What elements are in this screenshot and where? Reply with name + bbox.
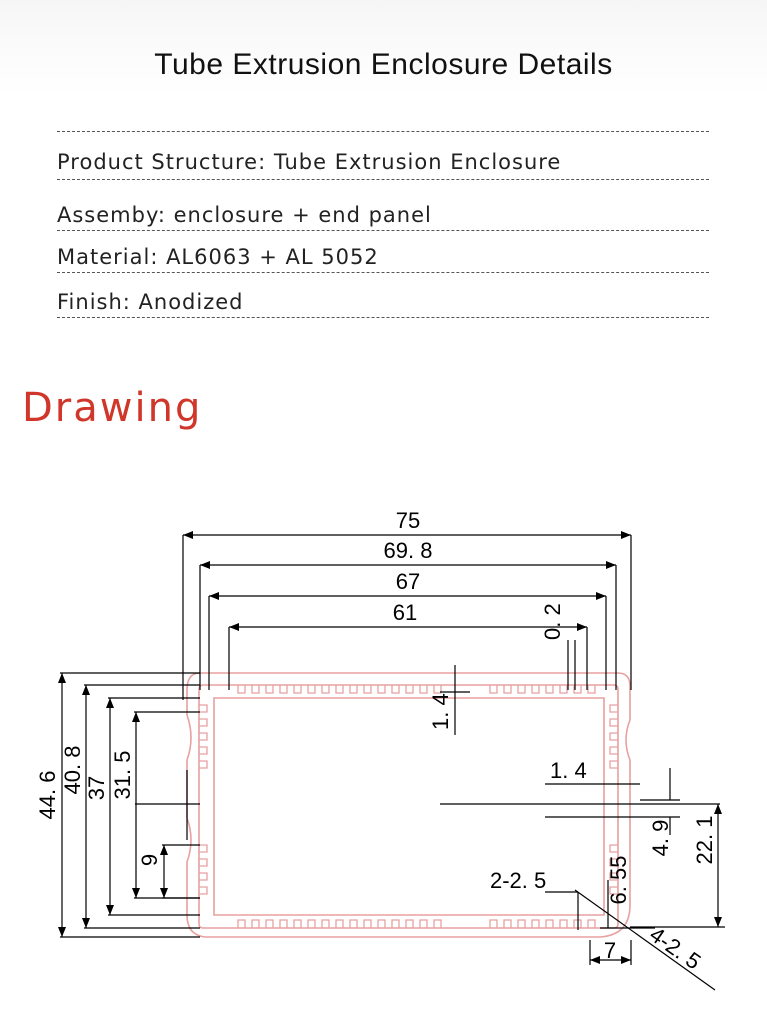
dim-2-2-5: 2-2. 5: [490, 868, 546, 893]
drawing-section-title: Drawing: [22, 385, 203, 431]
spec-product-structure: Product Structure: Tube Extrusion Enclos…: [57, 150, 562, 174]
spec-divider: [57, 131, 709, 132]
page-title: Tube Extrusion Enclosure Details: [154, 48, 613, 81]
dim-7: 7: [604, 938, 616, 963]
dim-height-22-1: 22. 1: [692, 816, 717, 865]
dim-width-69-8: 69. 8: [384, 538, 433, 563]
dim-fin-1-4-right: 1. 4: [550, 758, 587, 783]
spec-divider: [57, 272, 709, 273]
dim-height-44-6: 44. 6: [35, 771, 60, 820]
profile-outline: [186, 672, 631, 938]
profile-fins: [199, 685, 618, 928]
dim-6-55: 6. 55: [606, 856, 631, 905]
spec-assembly: Assemby: enclosure + end panel: [57, 203, 432, 227]
spec-material: Material: AL6063 + AL 5052: [57, 245, 379, 269]
dim-4-2-5: 4-2. 5: [645, 922, 705, 975]
dim-width-67: 67: [396, 569, 420, 594]
spec-divider: [57, 230, 709, 231]
header-band: [0, 0, 767, 95]
dim-height-40-8: 40. 8: [60, 746, 85, 795]
dim-height-31-5: 31. 5: [110, 751, 135, 800]
spec-divider: [57, 317, 709, 318]
dim-height-9: 9: [137, 854, 162, 866]
spec-divider: [57, 179, 709, 180]
dim-gap-0-2: 0. 2: [540, 603, 565, 640]
spec-finish: Finish: Anodized: [57, 290, 244, 314]
dimension-lines: [60, 534, 725, 991]
dim-width-61: 61: [393, 600, 417, 625]
dim-fin-1-4-top: 1. 4: [428, 693, 453, 730]
dim-height-37: 37: [84, 776, 109, 800]
dimension-arrows: [58, 531, 722, 964]
dim-4-9: 4. 9: [648, 820, 673, 857]
dim-width-75: 75: [396, 508, 420, 533]
